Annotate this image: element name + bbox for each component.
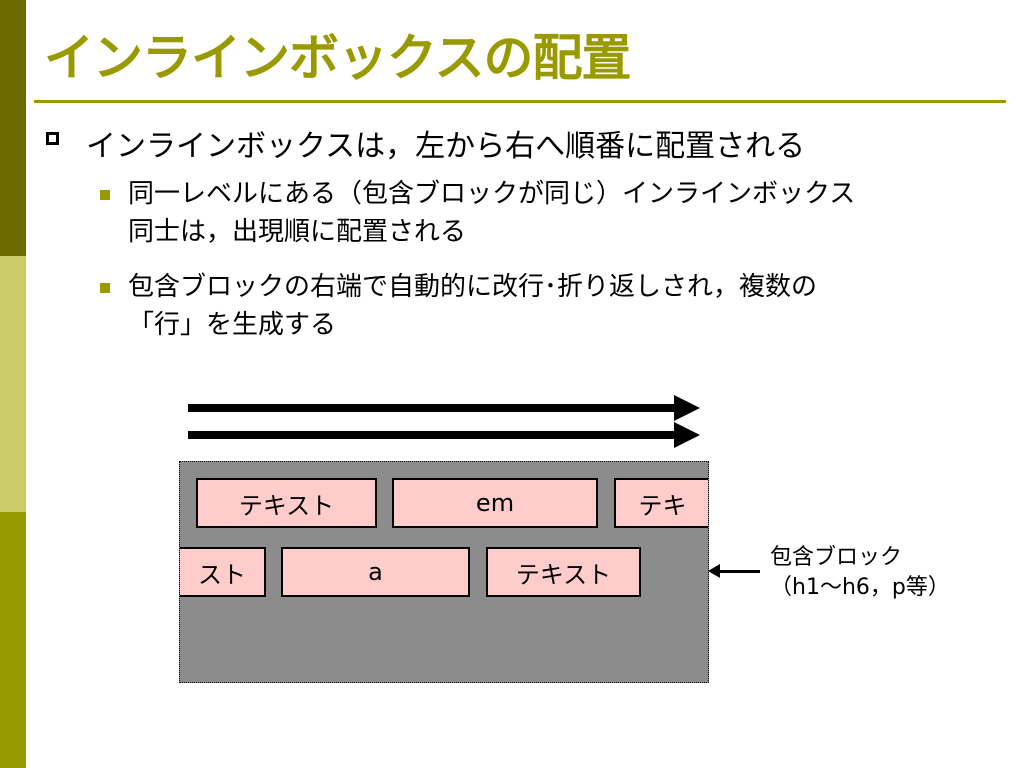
inline-box-text-split-start: テキ (614, 478, 708, 528)
decorative-stripe-middle (0, 256, 26, 512)
containing-block-label: 包含ブロック （h1～h6，p等） (770, 543, 950, 603)
sub-bullet-2-line-1: 包含ブロックの右端で自動的に改行･折り返しされ，複数の (128, 272, 818, 302)
flow-arrow-head-1-icon (674, 395, 700, 421)
sub-bullet-2-line-2: 「行」を生成する (128, 310, 337, 340)
containing-block-label-line-2: （h1～h6，p等） (770, 575, 950, 600)
decorative-stripe-bottom (0, 512, 26, 768)
filled-square-bullet-icon (100, 190, 110, 200)
inline-box-text-2: テキスト (486, 547, 641, 597)
flow-arrow-head-2-icon (674, 422, 700, 448)
filled-square-bullet-icon (100, 283, 110, 293)
sub-bullet-1: 同一レベルにある（包含ブロックが同じ）インラインボックス 同士は，出現順に配置さ… (128, 175, 988, 251)
decorative-stripe-top (0, 0, 26, 256)
flow-arrow-line-2 (188, 431, 676, 439)
inline-box-text: テキスト (196, 478, 377, 528)
inline-box-a: a (281, 547, 470, 597)
label-arrow-head-icon (708, 564, 720, 578)
label-arrow-line (716, 570, 760, 573)
inline-box-text-split-end: スト (180, 547, 266, 597)
title-divider (34, 100, 1006, 103)
inline-box-em: em (392, 478, 598, 528)
hollow-square-bullet-icon (46, 132, 59, 145)
containing-block: テキスト em テキ スト a テキスト (179, 461, 709, 683)
slide-title: インラインボックスの配置 (44, 29, 631, 87)
sub-bullet-2: 包含ブロックの右端で自動的に改行･折り返しされ，複数の 「行」を生成する (128, 268, 988, 344)
flow-arrow-line-1 (188, 404, 676, 412)
containing-block-label-line-1: 包含ブロック (770, 545, 903, 570)
main-bullet-text: インラインボックスは，左から右へ順番に配置される (86, 129, 806, 164)
sub-bullet-1-line-2: 同士は，出現順に配置される (128, 217, 467, 247)
sub-bullet-1-line-1: 同一レベルにある（包含ブロックが同じ）インラインボックス (128, 179, 856, 209)
